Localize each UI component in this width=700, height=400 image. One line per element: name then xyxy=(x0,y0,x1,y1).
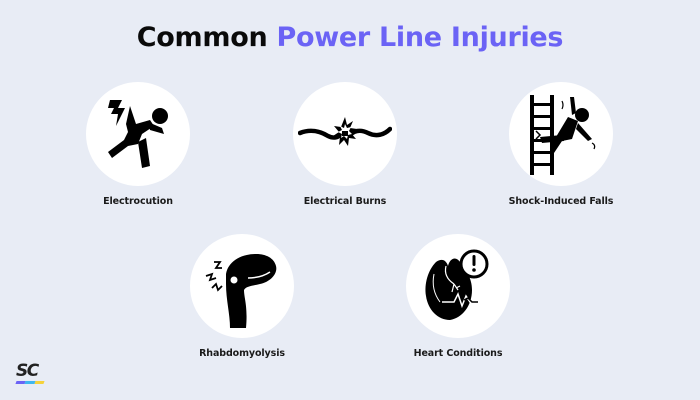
injury-item-rhabdomyolysis: Rhabdomyolysis xyxy=(162,234,322,359)
ladder-fall-icon xyxy=(530,95,596,175)
heart-warning-icon xyxy=(425,249,489,320)
injury-item-shock-induced-falls: Shock-Induced Falls xyxy=(481,82,641,207)
injury-label: Heart Conditions xyxy=(413,348,503,359)
injury-label: Electrocution xyxy=(103,196,173,207)
injury-label: Electrical Burns xyxy=(303,196,387,207)
logo-text: SC xyxy=(16,361,39,381)
icon-circle xyxy=(406,234,510,338)
injury-item-heart-conditions: Heart Conditions xyxy=(378,234,538,359)
knee-muscle-pain-icon xyxy=(205,254,277,328)
electrocution-falling-person-icon xyxy=(108,100,168,168)
page-title: Common Power Line Injuries xyxy=(0,22,700,53)
injury-label: Rhabdomyolysis xyxy=(199,348,285,359)
broken-wire-spark-icon xyxy=(298,117,392,146)
injury-label: Shock-Induced Falls xyxy=(508,196,614,207)
icon-circle xyxy=(86,82,190,186)
icon-circle xyxy=(293,82,397,186)
icon-circle xyxy=(509,82,613,186)
injury-item-electrical-burns: Electrical Burns xyxy=(265,82,425,207)
injury-item-electrocution: Electrocution xyxy=(58,82,218,207)
icon-circle xyxy=(190,234,294,338)
logo-color-bar xyxy=(15,381,45,384)
title-prefix: Common xyxy=(136,22,268,53)
title-accent: Power Line Injuries xyxy=(276,22,564,53)
brand-logo: SC xyxy=(15,361,48,386)
